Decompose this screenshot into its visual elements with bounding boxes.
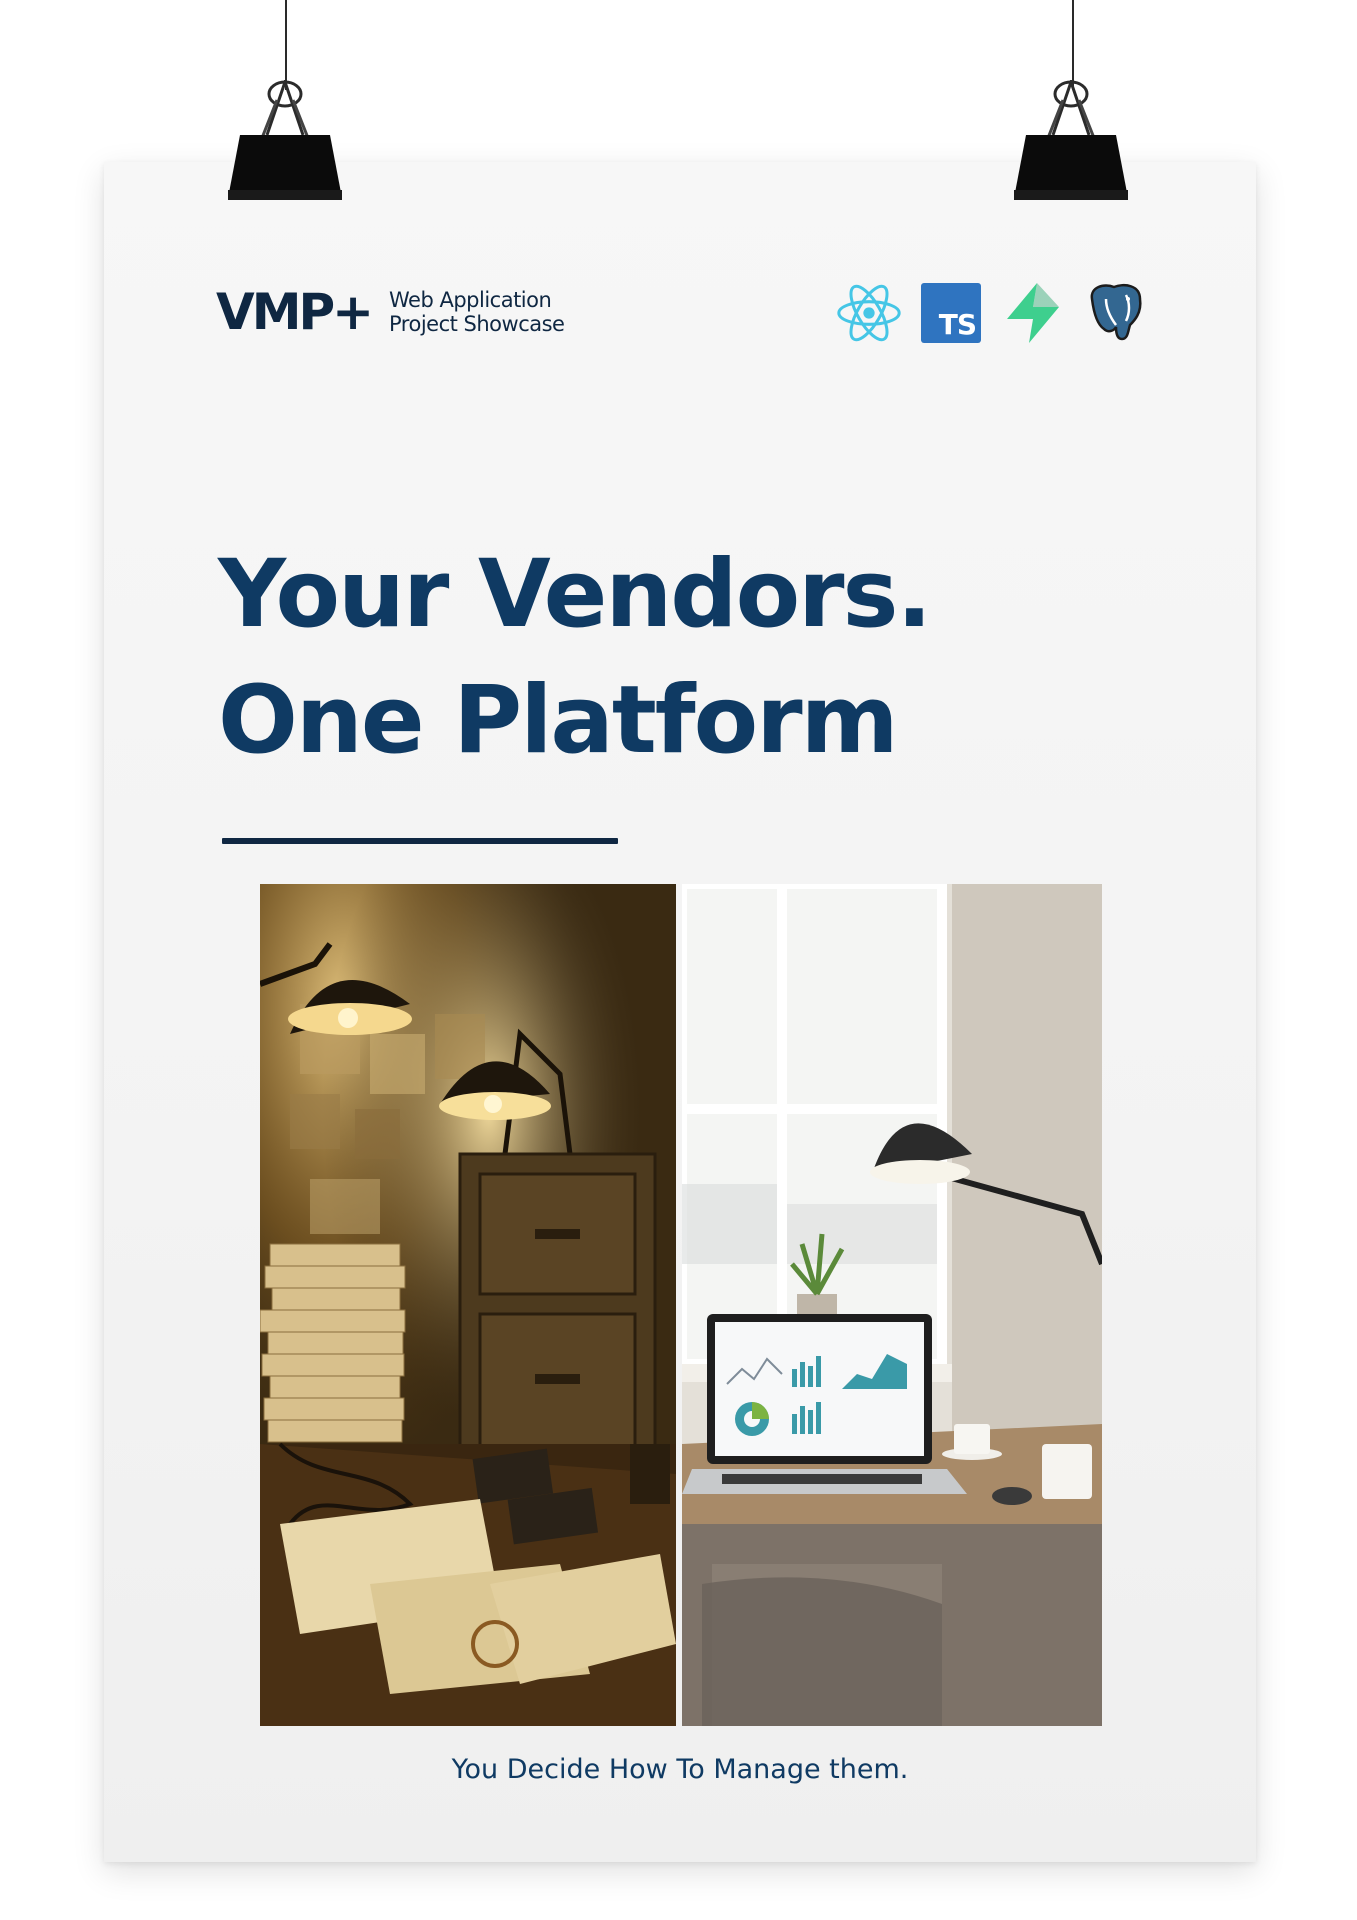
modern-workspace-photo (682, 884, 1102, 1726)
cluttered-desk-photo (260, 884, 676, 1726)
tagline-line-2: Project Showcase (389, 312, 565, 336)
brand: VMP+ Web Application Project Showcase (216, 283, 565, 341)
caption: You Decide How To Manage them. (451, 1754, 909, 1785)
binder-clip-left-icon (222, 77, 348, 205)
logo: VMP+ (216, 283, 374, 341)
tagline-line-1: Web Application (389, 288, 552, 312)
headline-line-2: One Platform (218, 666, 899, 775)
tagline: Web Application Project Showcase (389, 288, 565, 336)
binder-clip-right-icon (1008, 77, 1134, 205)
typescript-label: TS (938, 308, 977, 341)
typescript-icon: TS (918, 280, 984, 346)
headline-line-1: Your Vendors. (218, 540, 932, 649)
poster: VMP+ Web Application Project Showcase TS (104, 162, 1256, 1862)
hanging-wire-left (285, 0, 287, 90)
divider (222, 838, 618, 844)
before-after-photos (260, 884, 1102, 1726)
hanging-wire-right (1072, 0, 1074, 90)
postgresql-icon (1082, 280, 1148, 346)
supabase-icon (1000, 280, 1066, 346)
tech-stack-icons: TS (836, 280, 1148, 346)
headline: Your Vendors. One Platform (218, 532, 932, 784)
react-icon (836, 280, 902, 346)
